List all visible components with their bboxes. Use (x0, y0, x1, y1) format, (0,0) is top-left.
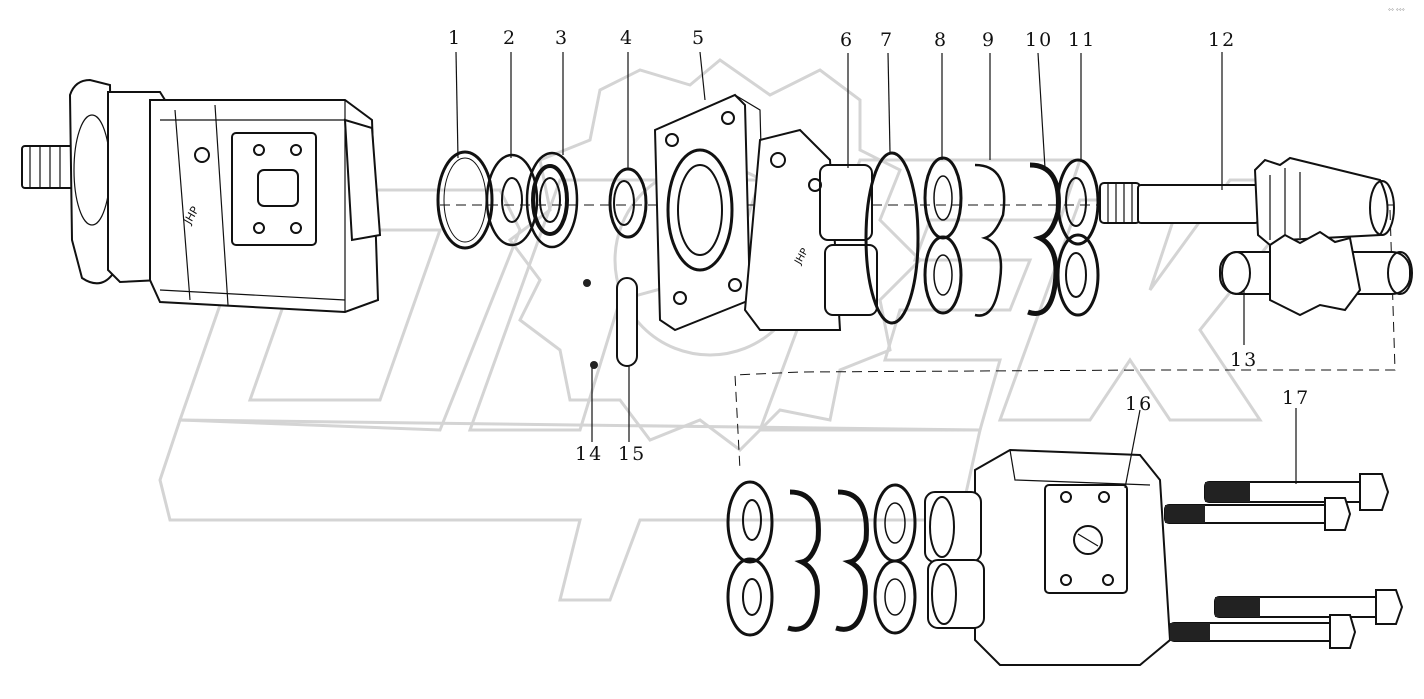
part-9-backup-ring (974, 163, 1006, 317)
part-7-o-ring (864, 151, 920, 325)
callout-2: 2 (503, 27, 517, 49)
callout-5: 5 (692, 27, 706, 49)
callout-11: 11 (1068, 29, 1096, 51)
part-16-rear-housing (924, 448, 1172, 666)
callout-16: 16 (1125, 393, 1153, 415)
corner-mark: °° °°° (1388, 8, 1405, 15)
part-14-dowel-pin (583, 279, 598, 369)
callout-7: 7 (880, 29, 894, 51)
callout-17: 17 (1282, 387, 1310, 409)
callout-3: 3 (555, 27, 569, 49)
callout-labels: 1 2 3 4 5 6 7 8 9 10 11 12 13 14 15 16 1… (448, 27, 1310, 465)
callout-10: 10 (1025, 29, 1053, 51)
rear-seal-pair (787, 489, 869, 632)
part-10-seal (1027, 162, 1061, 316)
callout-1: 1 (448, 27, 462, 49)
rear-figure-eight-seal (873, 483, 917, 635)
part-4-oil-seal (608, 167, 648, 239)
part-2-washer (485, 153, 539, 247)
part-6-gear-housing: JHP (743, 128, 878, 331)
part-17-bolts (1164, 473, 1404, 649)
part-5-front-cover (653, 93, 766, 332)
callout-13: 13 (1230, 349, 1258, 371)
assembled-pump-body: JHP (21, 78, 382, 314)
callout-8: 8 (934, 29, 948, 51)
part-11-bushing (1056, 158, 1100, 317)
part-12-drive-shaft (1099, 156, 1395, 247)
callout-15: 15 (618, 443, 646, 465)
part-15-key (616, 277, 638, 367)
part-8-figure-eight-seal (923, 156, 963, 315)
callout-14: 14 (575, 443, 603, 465)
callout-9: 9 (982, 29, 996, 51)
part-1-snap-ring (436, 150, 494, 250)
callout-12: 12 (1208, 29, 1236, 51)
part-3-bearing (525, 151, 579, 249)
callout-4: 4 (620, 27, 634, 49)
callout-6: 6 (840, 29, 854, 51)
rear-bushing-8 (726, 480, 774, 637)
part-13-driven-gear (1219, 230, 1413, 317)
leader-lines (455, 51, 1297, 489)
